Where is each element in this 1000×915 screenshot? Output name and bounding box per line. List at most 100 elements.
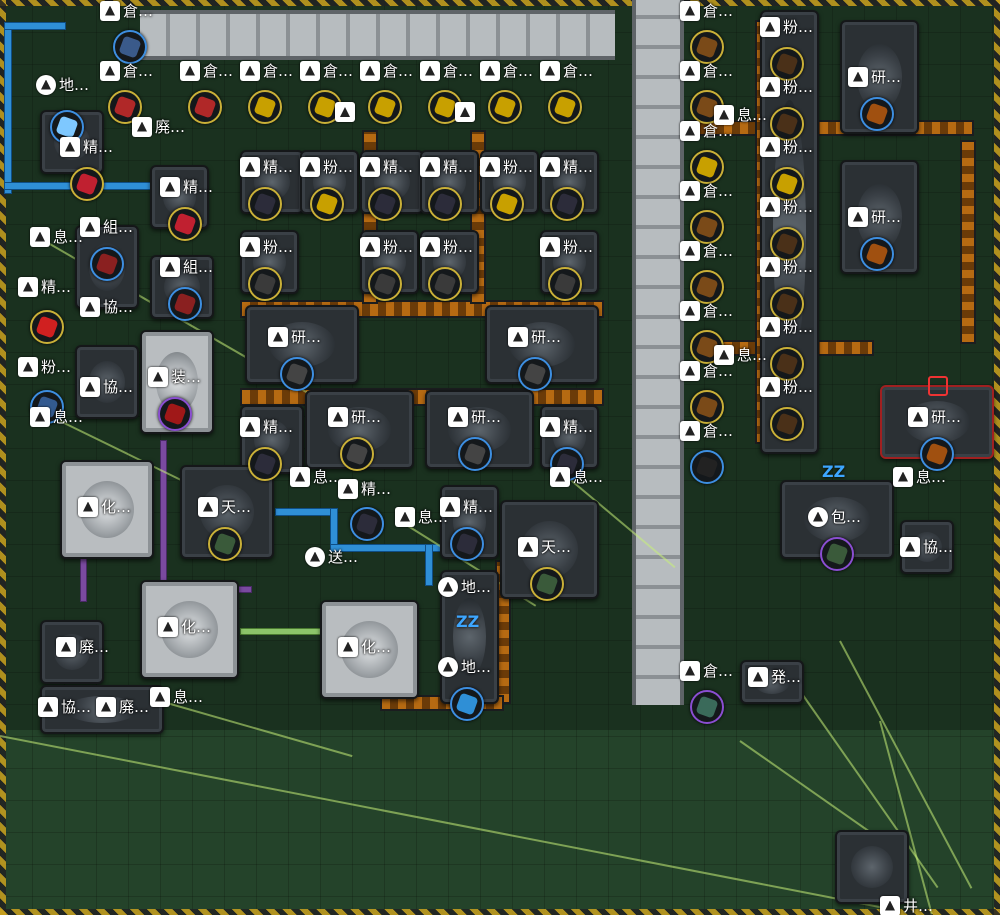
- building-label[interactable]: 倉…: [100, 60, 153, 81]
- building-label[interactable]: 粉…: [18, 356, 71, 377]
- item-slot[interactable]: [820, 537, 854, 571]
- building-label[interactable]: 息…: [30, 406, 83, 427]
- item-slot[interactable]: [248, 90, 282, 124]
- building-label[interactable]: 倉…: [240, 60, 293, 81]
- building-label[interactable]: 研…: [908, 406, 961, 427]
- building-label[interactable]: 研…: [848, 206, 901, 227]
- building-label[interactable]: 息…: [714, 104, 767, 125]
- building-label[interactable]: 粉…: [760, 376, 813, 397]
- item-slot[interactable]: [248, 267, 282, 301]
- item-slot[interactable]: [158, 397, 192, 431]
- building-label[interactable]: 廃…: [132, 116, 185, 137]
- building-label[interactable]: 倉…: [680, 240, 733, 261]
- building-label[interactable]: 粉…: [420, 236, 473, 257]
- building-label[interactable]: 粉…: [760, 196, 813, 217]
- building-label[interactable]: 息…: [550, 466, 603, 487]
- building-label[interactable]: 倉…: [680, 0, 733, 21]
- building-label[interactable]: 粉…: [760, 16, 813, 37]
- item-slot[interactable]: [30, 310, 64, 344]
- item-slot[interactable]: [690, 690, 724, 724]
- item-slot[interactable]: [548, 267, 582, 301]
- building-label[interactable]: 協…: [80, 376, 133, 397]
- item-slot[interactable]: [168, 287, 202, 321]
- building-label[interactable]: 倉…: [680, 60, 733, 81]
- item-slot[interactable]: [450, 687, 484, 721]
- item-slot[interactable]: [368, 187, 402, 221]
- building-label[interactable]: [455, 102, 475, 122]
- building-label[interactable]: 精…: [360, 156, 413, 177]
- building-label[interactable]: [335, 102, 355, 122]
- building-label[interactable]: 息…: [714, 344, 767, 365]
- building-label[interactable]: 息…: [395, 506, 448, 527]
- machine[interactable]: [75, 345, 139, 419]
- item-slot[interactable]: [770, 47, 804, 81]
- building-label[interactable]: 組…: [160, 256, 213, 277]
- item-slot[interactable]: [770, 407, 804, 441]
- building-label[interactable]: 倉…: [540, 60, 593, 81]
- building-label[interactable]: 息…: [30, 226, 83, 247]
- building-label[interactable]: 精…: [240, 156, 293, 177]
- building-label[interactable]: 粉…: [540, 236, 593, 257]
- building-label[interactable]: 粉…: [360, 236, 413, 257]
- item-slot[interactable]: [450, 527, 484, 561]
- building-label[interactable]: 息…: [893, 466, 946, 487]
- building-label[interactable]: 送…: [305, 546, 358, 567]
- building-label[interactable]: 倉…: [180, 60, 233, 81]
- building-label[interactable]: 倉…: [680, 300, 733, 321]
- item-slot[interactable]: [490, 187, 524, 221]
- item-slot[interactable]: [340, 437, 374, 471]
- building-label[interactable]: 精…: [240, 416, 293, 437]
- building-label[interactable]: 倉…: [360, 60, 413, 81]
- building-label[interactable]: 粉…: [760, 76, 813, 97]
- building-label[interactable]: 廃…: [96, 696, 149, 717]
- building-label[interactable]: 倉…: [680, 660, 733, 681]
- item-slot[interactable]: [690, 150, 724, 184]
- building-label[interactable]: 精…: [338, 478, 391, 499]
- item-slot[interactable]: [770, 167, 804, 201]
- building-label[interactable]: 倉…: [680, 180, 733, 201]
- building-label[interactable]: 倉…: [100, 0, 153, 21]
- item-slot[interactable]: [168, 207, 202, 241]
- machine[interactable]: [835, 830, 909, 904]
- item-slot[interactable]: [70, 167, 104, 201]
- building-label[interactable]: 精…: [540, 156, 593, 177]
- building-label[interactable]: 天…: [198, 496, 251, 517]
- item-slot[interactable]: [428, 267, 462, 301]
- item-slot[interactable]: [518, 357, 552, 391]
- item-slot[interactable]: [350, 507, 384, 541]
- building-label[interactable]: 息…: [150, 686, 203, 707]
- building-label[interactable]: 包…: [808, 506, 861, 527]
- building-label[interactable]: 研…: [848, 66, 901, 87]
- building-label[interactable]: 研…: [448, 406, 501, 427]
- item-slot[interactable]: [310, 187, 344, 221]
- building-label[interactable]: 天…: [518, 536, 571, 557]
- item-slot[interactable]: [90, 247, 124, 281]
- item-slot[interactable]: [770, 107, 804, 141]
- item-slot[interactable]: [458, 437, 492, 471]
- item-slot[interactable]: [690, 390, 724, 424]
- building-label[interactable]: 化…: [78, 496, 131, 517]
- building-label[interactable]: 協…: [38, 696, 91, 717]
- building-label[interactable]: 倉…: [680, 360, 733, 381]
- item-slot[interactable]: [920, 437, 954, 471]
- item-slot[interactable]: [690, 30, 724, 64]
- building-label[interactable]: 廃…: [56, 636, 109, 657]
- building-label[interactable]: 発…: [748, 666, 801, 687]
- building-label[interactable]: 研…: [328, 406, 381, 427]
- building-label[interactable]: 化…: [158, 616, 211, 637]
- building-label[interactable]: 装…: [148, 366, 201, 387]
- building-label[interactable]: 粉…: [760, 136, 813, 157]
- item-slot[interactable]: [113, 30, 147, 64]
- building-label[interactable]: 倉…: [680, 120, 733, 141]
- item-slot[interactable]: [368, 90, 402, 124]
- building-label[interactable]: 研…: [508, 326, 561, 347]
- item-slot[interactable]: [368, 267, 402, 301]
- item-slot[interactable]: [548, 90, 582, 124]
- item-slot[interactable]: [690, 210, 724, 244]
- item-slot[interactable]: [208, 527, 242, 561]
- building-label[interactable]: 精…: [18, 276, 71, 297]
- item-slot[interactable]: [860, 237, 894, 271]
- item-slot[interactable]: [690, 450, 724, 484]
- item-slot[interactable]: [860, 97, 894, 131]
